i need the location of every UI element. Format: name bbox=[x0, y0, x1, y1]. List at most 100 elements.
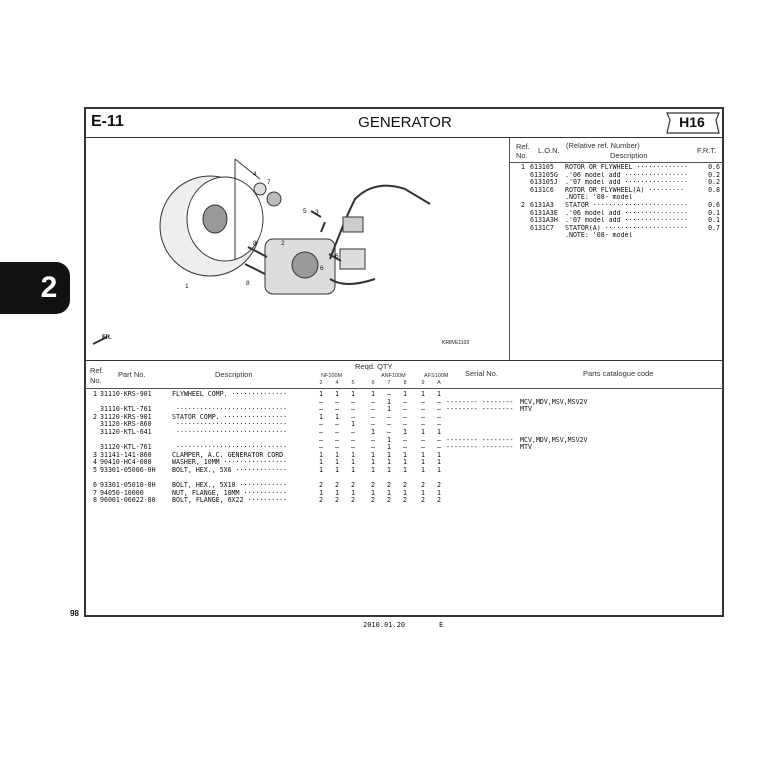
qty-value: 2 bbox=[319, 481, 323, 490]
qty-value: 1 bbox=[437, 488, 441, 497]
qty-value: – bbox=[421, 397, 425, 406]
qty-value: – bbox=[437, 420, 441, 429]
part-description: FLYWHEEL COMP. ·············· bbox=[172, 391, 288, 398]
part-description: BOLT, FLANGE, 6X22 ·········· bbox=[172, 497, 288, 505]
callout-label: 4 bbox=[253, 171, 257, 178]
operation-description: STATOR ························ bbox=[565, 202, 689, 209]
frt-header: F.R.T. bbox=[697, 146, 717, 155]
qty-value: – bbox=[437, 443, 441, 452]
qty-value: – bbox=[403, 435, 407, 444]
description-header: Description bbox=[215, 370, 253, 379]
qty-value: 1 bbox=[403, 458, 407, 467]
part-number: 94050-10000 bbox=[100, 488, 144, 497]
divider bbox=[509, 138, 510, 360]
qty-value: – bbox=[335, 443, 339, 452]
qty-value: 2 bbox=[403, 481, 407, 490]
qty-value: – bbox=[319, 420, 323, 429]
frt-value: 0.2 bbox=[708, 170, 720, 179]
part-number: 31110-KRS-901 bbox=[100, 390, 152, 398]
operation-description: .'06 model add ················ bbox=[565, 209, 689, 217]
qty-value: 1 bbox=[351, 466, 355, 474]
qty-value: – bbox=[437, 397, 441, 406]
qty-value: 1 bbox=[351, 450, 355, 459]
section-tab[interactable]: 2 bbox=[0, 262, 70, 314]
qty-value: – bbox=[335, 428, 339, 436]
qty-value: 1 bbox=[387, 458, 391, 467]
frt-value: 0.1 bbox=[708, 216, 720, 225]
qty-value: 1 bbox=[387, 435, 391, 444]
qty-value: 2 bbox=[319, 496, 323, 505]
serial-number: -------- -------- bbox=[446, 405, 514, 414]
qty-value: – bbox=[335, 420, 339, 429]
qty-value: 2 bbox=[335, 481, 339, 490]
ref-number: 2 bbox=[93, 412, 97, 421]
model-group: ANF100M bbox=[381, 373, 406, 379]
code-badge-shape bbox=[666, 112, 720, 134]
callout-label: 8 bbox=[246, 280, 250, 287]
qty-value: 2 bbox=[387, 481, 391, 490]
qty-value: – bbox=[351, 405, 355, 414]
part-description: ···························· bbox=[172, 406, 288, 414]
illustration-code: H16 bbox=[679, 114, 705, 130]
ref-number: 1 bbox=[521, 163, 525, 171]
qty-value: 1 bbox=[387, 397, 391, 406]
qty-value: 2 bbox=[421, 481, 425, 490]
qty-value: – bbox=[319, 435, 323, 444]
qty-column-header: 2 bbox=[319, 380, 323, 386]
catalogue-code: MTV bbox=[520, 443, 532, 452]
qty-value: 1 bbox=[387, 450, 391, 459]
qty-value: 1 bbox=[351, 390, 355, 398]
operation-description: .NOTE: '08- model bbox=[565, 232, 633, 240]
qty-value: 1 bbox=[437, 428, 441, 436]
qty-value: 1 bbox=[319, 412, 323, 421]
qty-value: 1 bbox=[319, 488, 323, 497]
model-group: NF100M bbox=[321, 373, 343, 379]
part-description: ···························· bbox=[172, 421, 288, 429]
qty-value: 1 bbox=[421, 488, 425, 497]
qty-value: 1 bbox=[319, 390, 323, 398]
qty-value: – bbox=[335, 397, 339, 406]
qty-value: 1 bbox=[351, 488, 355, 497]
qty-value: 2 bbox=[371, 496, 375, 505]
qty-value: – bbox=[351, 435, 355, 444]
ref-number: 7 bbox=[93, 488, 97, 497]
lon-code: 613105 bbox=[530, 163, 554, 171]
qty-value: 1 bbox=[371, 450, 375, 459]
qty-value: – bbox=[403, 397, 407, 406]
ref-header: Ref. bbox=[516, 142, 530, 151]
lon-code: 613105J bbox=[530, 178, 558, 187]
qty-value: 1 bbox=[387, 405, 391, 414]
frt-value: 0.7 bbox=[708, 223, 720, 232]
qty-value: – bbox=[319, 397, 323, 406]
qty-value: 1 bbox=[437, 458, 441, 467]
no-header: No. bbox=[516, 151, 528, 160]
qty-value: – bbox=[335, 435, 339, 444]
operation-description: ROTOR OR FLYWHEEL ············· bbox=[565, 164, 689, 171]
lon-code: 6131C7 bbox=[530, 223, 554, 232]
catalogue-code: MTV bbox=[520, 405, 532, 414]
qty-value: 1 bbox=[351, 420, 355, 429]
lon-code: 6131A3 bbox=[530, 201, 554, 209]
serial-number: -------- -------- bbox=[446, 443, 514, 452]
qty-value: 1 bbox=[371, 488, 375, 497]
qty-value: 1 bbox=[335, 450, 339, 459]
part-number: 90410-HC4-000 bbox=[100, 458, 152, 467]
lon-code: 6131A3E bbox=[530, 208, 558, 217]
operation-description: .'07 model add ················ bbox=[565, 179, 689, 187]
lon-code: 6131C6 bbox=[530, 185, 554, 194]
front-label: FR. bbox=[102, 335, 112, 341]
qty-value: – bbox=[319, 405, 323, 414]
qty-value: 1 bbox=[335, 412, 339, 421]
lon-header: L.O.N. bbox=[538, 146, 560, 155]
serial-number: -------- -------- bbox=[446, 397, 514, 406]
footer-edition: E bbox=[439, 621, 444, 629]
ref-number: 3 bbox=[93, 450, 97, 459]
ref-number: 5 bbox=[93, 466, 97, 474]
qty-value: – bbox=[403, 412, 407, 421]
qty-header: Reqd. QTY bbox=[355, 362, 393, 371]
callout-label: 2 bbox=[281, 240, 285, 247]
qty-value: – bbox=[403, 420, 407, 429]
lon-code: 6131A3H bbox=[530, 216, 558, 225]
ref-number: 6 bbox=[93, 481, 97, 490]
callout-label: 6 bbox=[335, 253, 339, 260]
